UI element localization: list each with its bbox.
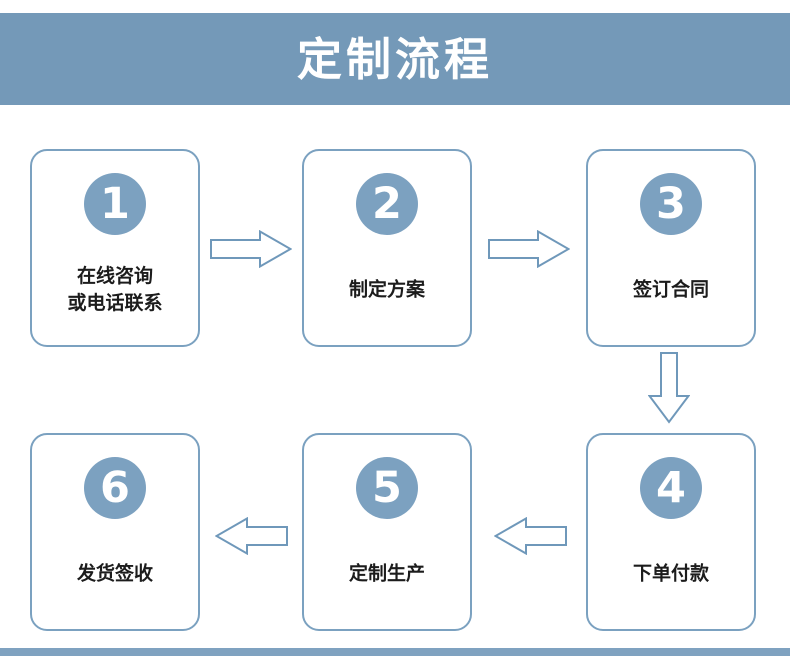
step-number: 2	[372, 179, 402, 229]
step-label: 发货签收	[76, 562, 153, 585]
step-label: 在线咨询 或电话联系	[67, 265, 163, 314]
bottom-accent-strip	[0, 648, 790, 656]
step-number: 5	[372, 463, 402, 513]
arrow-left-icon	[494, 517, 567, 555]
step-label: 签订合同	[632, 278, 709, 301]
step-label: 定制生产	[348, 562, 425, 585]
step-number-badge: 2	[356, 173, 418, 235]
step-card-3: 3 签订合同	[586, 149, 756, 347]
step-label: 制定方案	[348, 278, 425, 301]
step-card-5: 5 定制生产	[302, 433, 472, 631]
arrow-down-icon	[648, 352, 690, 424]
step-card-4: 4 下单付款	[586, 433, 756, 631]
header-band: 定制流程	[0, 13, 790, 105]
step-card-6: 6 发货签收	[30, 433, 200, 631]
step-number: 4	[656, 463, 686, 513]
step-number: 3	[656, 179, 686, 229]
step-number: 6	[100, 463, 130, 513]
step-number-badge: 6	[84, 457, 146, 519]
step-number-badge: 1	[84, 173, 146, 235]
step-label: 下单付款	[632, 562, 709, 585]
step-number-badge: 5	[356, 457, 418, 519]
arrow-right-icon	[488, 230, 570, 268]
page-title: 定制流程	[296, 32, 493, 86]
step-number-badge: 4	[640, 457, 702, 519]
arrow-right-icon	[210, 230, 292, 268]
step-card-1: 1 在线咨询 或电话联系	[30, 149, 200, 347]
step-number-badge: 3	[640, 173, 702, 235]
arrow-left-icon	[215, 517, 288, 555]
step-card-2: 2 制定方案	[302, 149, 472, 347]
step-number: 1	[100, 179, 130, 229]
